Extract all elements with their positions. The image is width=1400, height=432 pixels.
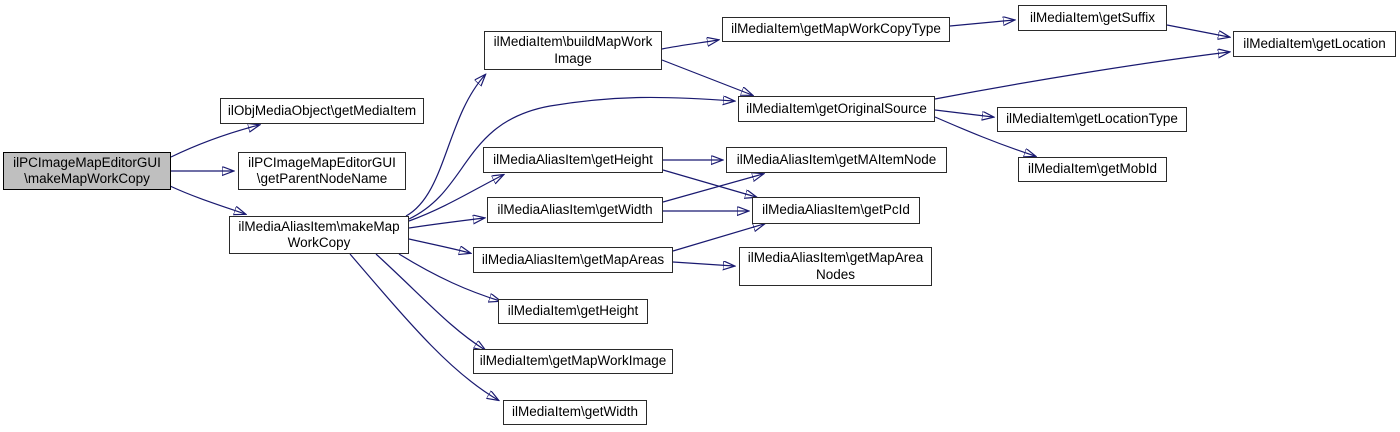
node-mi-getMapWorkImage[interactable]: ilMediaItem\getMapWorkImage <box>473 349 673 374</box>
node-mi-getLocationType[interactable]: ilMediaItem\getLocationType <box>997 107 1187 132</box>
node-mi-getMapWorkCopyType[interactable]: ilMediaItem\getMapWorkCopyType <box>722 17 950 42</box>
node-label: Image <box>554 50 592 66</box>
node-alias-getMapAreaNodes[interactable]: ilMediaAliasItem\getMapArea Nodes <box>739 247 932 286</box>
edge-alias-makeMapWorkCopy-to-mi-getMapWorkImage <box>375 253 485 350</box>
edge-mi-getOriginalSource-to-mi-getLocation <box>934 52 1229 100</box>
node-alias-getPcId[interactable]: ilMediaAliasItem\getPcId <box>752 197 920 224</box>
edge-alias-getMapAreas-to-alias-getPcId <box>672 224 764 252</box>
node-mi-getOriginalSource[interactable]: ilMediaItem\getOriginalSource <box>738 96 935 122</box>
edge-alias-makeMapWorkCopy-to-alias-getHeight <box>408 175 503 222</box>
node-mi-getLocation[interactable]: ilMediaItem\getLocation <box>1233 31 1396 57</box>
node-alias-makeMapWorkCopy[interactable]: ilMediaAliasItem\makeMap WorkCopy <box>229 216 409 254</box>
node-label: ilMediaAliasItem\getMapAreas <box>481 251 665 267</box>
edge-alias-makeMapWorkCopy-to-mi-getWidth <box>349 253 498 400</box>
node-label: ilMediaAliasItem\makeMap <box>238 218 400 234</box>
node-mi-getMobId[interactable]: ilMediaItem\getMobId <box>1018 157 1167 182</box>
node-alias-getWidth[interactable]: ilMediaAliasItem\getWidth <box>487 197 663 223</box>
node-label: ilMediaAliasItem\getWidth <box>497 201 653 217</box>
node-label: ilMediaItem\getOriginalSource <box>746 100 927 116</box>
edge-pc-makeMapWorkCopy-to-alias-makeMapWorkCopy <box>169 185 245 214</box>
node-mi-getHeight[interactable]: ilMediaItem\getHeight <box>498 299 648 324</box>
node-label: ilMediaItem\buildMapWork <box>493 34 653 49</box>
edge-alias-makeMapWorkCopy-to-alias-getMapAreas <box>408 238 470 253</box>
node-label: ilMediaItem\getMapWorkCopyType <box>731 21 941 37</box>
edge-mi-getMapWorkCopyType-to-mi-getSuffix <box>949 20 1014 27</box>
node-label: ilMediaAliasItem\getPcId <box>762 202 910 218</box>
edge-alias-makeMapWorkCopy-to-mi-buildMapWorkImage <box>405 75 485 217</box>
edge-alias-makeMapWorkCopy-to-mi-getOriginalSource <box>408 97 734 220</box>
node-pc-getParentNodeName[interactable]: ilPCImageMapEditorGUI \getParentNodeName <box>238 152 406 190</box>
node-label: ilPCImageMapEditorGUI <box>248 154 396 170</box>
edge-pc-makeMapWorkCopy-to-obj-getMediaItem <box>170 125 259 158</box>
edge-alias-getHeight-to-alias-getPcId <box>662 169 756 197</box>
edge-alias-getMapAreas-to-alias-getMapAreaNodes <box>672 262 734 266</box>
node-mi-getWidth[interactable]: ilMediaItem\getWidth <box>503 400 647 425</box>
edge-mi-buildMapWorkImage-to-mi-getOriginalSource <box>661 59 752 95</box>
edge-mi-getOriginalSource-to-mi-getLocationType <box>934 109 993 117</box>
node-label: ilMediaItem\getHeight <box>507 303 639 319</box>
node-label: Nodes <box>815 266 856 282</box>
node-label: ilObjMediaObject\getMediaItem <box>227 102 417 118</box>
node-alias-getHeight[interactable]: ilMediaAliasItem\getHeight <box>483 147 663 173</box>
edge-mi-getSuffix-to-mi-getLocation <box>1166 24 1229 37</box>
edge-mi-getOriginalSource-to-mi-getMobId <box>934 116 1035 156</box>
node-label: ilMediaAliasItem\getMapArea <box>747 250 924 265</box>
node-label: ilMediaItem\getMapWorkImage <box>479 353 667 369</box>
edge-mi-buildMapWorkImage-to-mi-getMapWorkCopyType <box>661 40 718 50</box>
node-obj-getMediaItem[interactable]: ilObjMediaObject\getMediaItem <box>220 98 424 124</box>
node-alias-getMapAreas[interactable]: ilMediaAliasItem\getMapAreas <box>473 247 673 273</box>
node-label: \makeMapWorkCopy <box>24 171 150 186</box>
node-label: ilMediaItem\getWidth <box>511 404 639 420</box>
node-alias-getMAItemNode[interactable]: ilMediaAliasItem\getMAItemNode <box>726 147 947 173</box>
node-mi-buildMapWorkImage[interactable]: ilMediaItem\buildMapWork Image <box>484 31 662 70</box>
node-label: ilMediaItem\getMobId <box>1027 161 1158 177</box>
node-label: ilPCImageMapEditorGUI <box>13 154 161 170</box>
node-label: WorkCopy <box>287 235 351 250</box>
edge-alias-getWidth-to-alias-getMAItemNode <box>662 174 763 203</box>
node-mi-getSuffix[interactable]: ilMediaItem\getSuffix <box>1018 5 1167 31</box>
node-label: ilMediaItem\getSuffix <box>1029 9 1156 25</box>
edge-alias-makeMapWorkCopy-to-mi-getHeight <box>398 253 500 301</box>
node-label: ilMediaItem\getLocationType <box>1006 111 1178 127</box>
node-pc-makeMapWorkCopy: ilPCImageMapEditorGUI \makeMapWorkCopy <box>3 152 171 190</box>
edge-alias-makeMapWorkCopy-to-alias-getWidth <box>408 218 484 229</box>
node-label: ilMediaItem\getLocation <box>1243 35 1386 51</box>
node-label: ilMediaAliasItem\getMAItemNode <box>736 151 937 167</box>
node-label: ilMediaAliasItem\getHeight <box>493 151 653 167</box>
node-label: \getParentNodeName <box>256 171 388 186</box>
